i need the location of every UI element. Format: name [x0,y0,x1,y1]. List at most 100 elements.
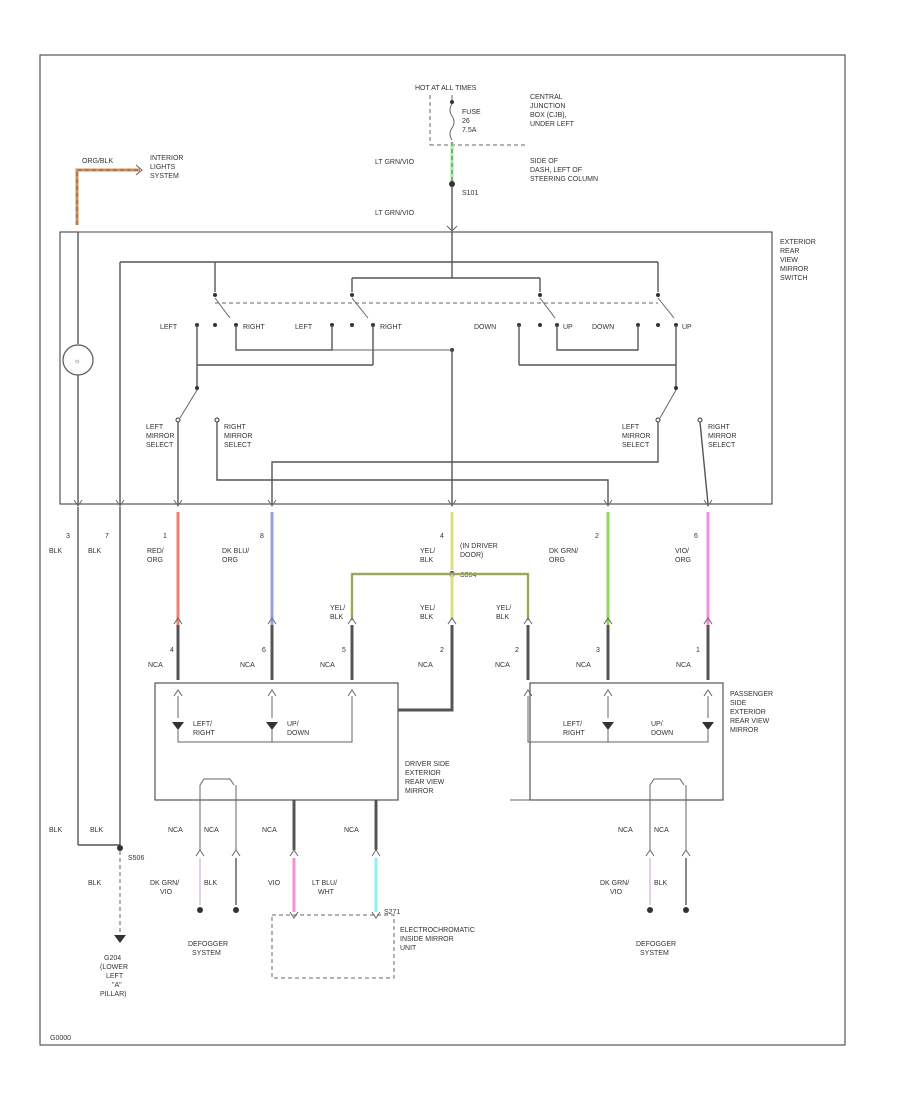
svg-text:EXTERIOR: EXTERIOR [730,709,766,716]
hot-at-all-times-label: HOT AT ALL TIMES [415,85,477,92]
svg-text:BLK: BLK [420,557,434,564]
arrow-icon [135,164,143,176]
svg-text:6: 6 [694,533,698,540]
switch-label-right-2: RIGHT [380,324,403,331]
svg-text:1: 1 [163,533,167,540]
svg-text:DK GRN/: DK GRN/ [600,880,629,887]
svg-text:BLK: BLK [88,548,102,555]
svg-text:ORG: ORG [675,557,691,564]
svg-text:JUNCTION: JUNCTION [530,103,565,110]
switch-label-up-1: UP [563,324,573,331]
fuse-number: 26 [462,118,470,125]
svg-text:BLK: BLK [88,880,102,887]
pin-3: 3 BLK [49,499,83,555]
svg-text:VIO: VIO [160,889,173,896]
svg-text:SWITCH: SWITCH [780,275,808,282]
svg-text:SIDE: SIDE [730,700,747,707]
svg-text:UP/: UP/ [651,721,663,728]
svg-text:1: 1 [696,647,700,654]
svg-text:DOWN: DOWN [651,730,673,737]
heater-element [199,778,235,786]
svg-text:BLK: BLK [330,614,344,621]
wire-runs [77,507,710,845]
svg-text:3: 3 [596,647,600,654]
switch-label-down-2: DOWN [592,324,614,331]
svg-text:YEL/: YEL/ [420,605,435,612]
svg-text:BLK: BLK [496,614,510,621]
svg-text:UNIT: UNIT [400,945,417,952]
svg-text:BLK: BLK [204,880,218,887]
svg-text:REAR: REAR [780,248,799,255]
splice-s506 [117,845,123,851]
switch-label-up-2: UP [682,324,692,331]
svg-text:7: 7 [105,533,109,540]
switch-label-left-2: LEFT [295,324,313,331]
svg-text:INSIDE MIRROR: INSIDE MIRROR [400,936,454,943]
splice-s504: (IN DRIVER DOOR) S504 YEL/ BLK YEL/ BLK … [173,543,713,712]
svg-text:NCA: NCA [676,662,691,669]
svg-text:DOWN: DOWN [287,730,309,737]
switch-label-down-1: DOWN [474,324,496,331]
svg-text:RED/: RED/ [147,548,164,555]
svg-text:LIGHTS: LIGHTS [150,164,176,171]
driver-mirror: 4 NCA 6 NCA 5 NCA 2 NCA LEFT/ RIGHT UP/ … [148,647,450,857]
pin-4: 4 YEL/ BLK [420,499,457,564]
svg-text:DEFOGGER: DEFOGGER [636,941,676,948]
svg-text:MIRROR: MIRROR [708,433,736,440]
svg-text:BLK: BLK [49,548,63,555]
svg-text:(IN DRIVER: (IN DRIVER [460,543,498,550]
svg-text:S271: S271 [384,909,400,916]
svg-text:VIO/: VIO/ [675,548,689,555]
svg-text:LEFT: LEFT [146,424,164,431]
driver-mirror-box [154,682,399,801]
footer-code: G0000 [50,1035,71,1042]
motor-icon [266,722,278,730]
wire-label-lt-grn-vio-1: LT GRN/VIO [375,159,415,166]
svg-text:MIRROR: MIRROR [622,433,650,440]
svg-text:NCA: NCA [168,827,183,834]
svg-text:SYSTEM: SYSTEM [150,173,179,180]
svg-text:NCA: NCA [344,827,359,834]
svg-text:STEERING COLUMN: STEERING COLUMN [530,176,598,183]
svg-text:6: 6 [262,647,266,654]
switch-pins: 3 BLK 7 BLK 1 RED/ ORG 8 DK BLU/ ORG 4 Y… [49,499,713,564]
svg-text:SIDE OF: SIDE OF [530,158,558,165]
motor-icon [702,722,714,730]
svg-text:RIGHT: RIGHT [193,730,216,737]
svg-text:YEL/: YEL/ [420,548,435,555]
electrochromatic-mirror: VIO LT BLU/ WHT S271 ELECTROCHROMATIC IN… [268,858,475,979]
svg-text:BLK: BLK [49,827,63,834]
svg-text:BLK: BLK [420,614,434,621]
svg-text:CENTRAL: CENTRAL [530,94,563,101]
svg-text:PASSENGER: PASSENGER [730,691,773,698]
svg-text:MIRROR: MIRROR [146,433,174,440]
svg-text:S506: S506 [128,855,144,862]
svg-text:UNDER LEFT: UNDER LEFT [530,121,575,128]
svg-text:NCA: NCA [148,662,163,669]
svg-text:RIGHT: RIGHT [708,424,731,431]
svg-text:WHT: WHT [318,889,335,896]
svg-text:INTERIOR: INTERIOR [150,155,183,162]
svg-text:DK BLU/: DK BLU/ [222,548,249,555]
svg-text:2: 2 [595,533,599,540]
svg-text:LEFT/: LEFT/ [563,721,582,728]
svg-text:DASH, LEFT OF: DASH, LEFT OF [530,167,582,174]
svg-text:ORG: ORG [147,557,163,564]
svg-text:"A": "A" [112,982,122,989]
mirror-switch: EXTERIOR REAR VIEW MIRROR SWITCH LEFT RI… [59,231,816,505]
svg-text:DK GRN/: DK GRN/ [549,548,578,555]
ground-circuit: BLK BLK S506 BLK G204 (LOWER LEFT "A" PI… [49,827,144,998]
svg-text:DOOR): DOOR) [460,552,483,559]
right-mirror-select-switch [659,389,677,419]
svg-text:NCA: NCA [262,827,277,834]
wire-label-lt-grn-vio-2: LT GRN/VIO [375,210,415,217]
svg-text:LEFT/: LEFT/ [193,721,212,728]
svg-text:BLK: BLK [654,880,668,887]
motor-icon [602,722,614,730]
svg-text:SELECT: SELECT [146,442,174,449]
svg-text:G204: G204 [104,955,121,962]
defogger-right: DK GRN/ VIO BLK DEFOGGER SYSTEM [600,858,689,957]
svg-text:ELECTROCHROMATIC: ELECTROCHROMATIC [400,927,475,934]
svg-text:VIEW: VIEW [780,257,798,264]
